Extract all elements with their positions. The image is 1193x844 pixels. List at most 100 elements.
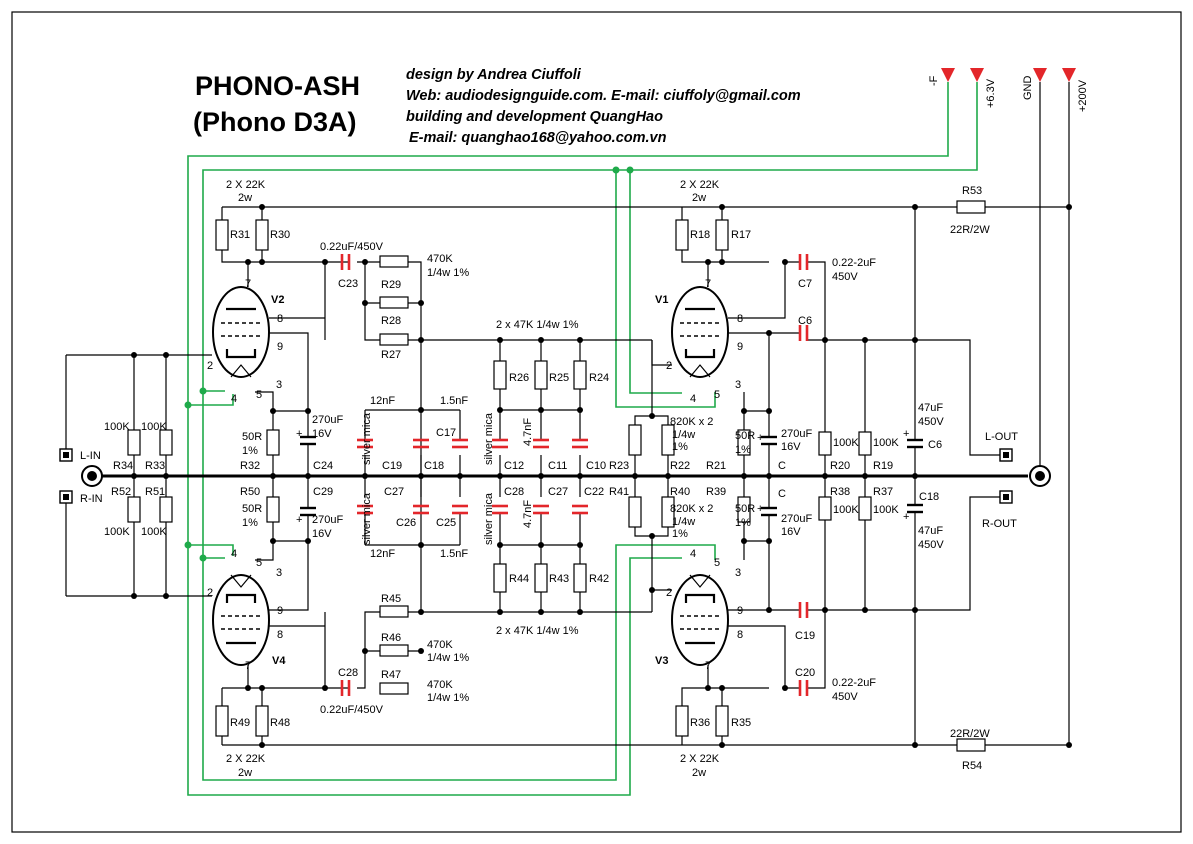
svg-text:5: 5 [714, 557, 720, 569]
svg-text:R49: R49 [230, 717, 250, 729]
svg-text:450V: 450V [918, 416, 944, 428]
svg-text:R19: R19 [873, 460, 893, 472]
svg-text:470K: 470K [427, 253, 453, 265]
svg-text:C6: C6 [798, 315, 812, 327]
svg-text:450V: 450V [918, 539, 944, 551]
svg-text:C19: C19 [795, 630, 815, 642]
svg-text:silver mica: silver mica [361, 492, 373, 545]
heater-wiring [184, 82, 978, 796]
svg-text:100K: 100K [833, 504, 859, 516]
title-line-1: PHONO-ASH [195, 71, 360, 101]
svg-text:2: 2 [207, 587, 213, 599]
svg-text:R28: R28 [381, 315, 401, 327]
svg-text:R20: R20 [830, 460, 850, 472]
svg-text:100K: 100K [873, 504, 899, 516]
svg-text:+: + [296, 428, 302, 440]
svg-text:R51: R51 [145, 486, 165, 498]
svg-text:C6: C6 [928, 439, 942, 451]
svg-text:R38: R38 [830, 486, 850, 498]
svg-text:5: 5 [256, 389, 262, 401]
svg-text:8: 8 [277, 629, 283, 641]
supply-label-f: -F [928, 75, 940, 86]
svg-text:0.22uF/450V: 0.22uF/450V [320, 241, 384, 253]
svg-text:+: + [757, 432, 763, 444]
svg-text:C28: C28 [338, 667, 358, 679]
svg-text:1%: 1% [242, 517, 258, 529]
svg-text:0.22-2uF: 0.22-2uF [832, 257, 876, 269]
port-label-l-out: L-OUT [985, 431, 1018, 443]
svg-text:R29: R29 [381, 279, 401, 291]
svg-text:R35: R35 [731, 717, 751, 729]
tube-label-v4: V4 [272, 655, 286, 667]
svg-text:+: + [903, 511, 909, 523]
svg-text:7: 7 [705, 660, 711, 672]
svg-text:2 X 22K: 2 X 22K [680, 179, 720, 191]
svg-text:R25: R25 [549, 372, 569, 384]
svg-text:1/4w 1%: 1/4w 1% [427, 267, 469, 279]
svg-text:R26: R26 [509, 372, 529, 384]
supply-label-63v: +6.3V [985, 78, 997, 108]
svg-text:1%: 1% [735, 517, 751, 529]
svg-text:2w: 2w [692, 192, 706, 204]
svg-text:silver mica: silver mica [483, 492, 495, 545]
svg-text:2 X 22K: 2 X 22K [226, 753, 266, 765]
svg-text:270uF: 270uF [312, 514, 343, 526]
svg-text:16V: 16V [781, 441, 801, 453]
svg-text:16V: 16V [312, 528, 332, 540]
credit-design: design by Andrea Ciuffoli [406, 67, 582, 83]
tube-v4 [211, 573, 271, 667]
svg-text:R31: R31 [230, 229, 250, 241]
svg-text:9: 9 [737, 341, 743, 353]
svg-text:9: 9 [277, 341, 283, 353]
svg-text:450V: 450V [832, 271, 858, 283]
svg-text:4.7nF: 4.7nF [522, 418, 534, 446]
svg-text:50R: 50R [735, 503, 755, 515]
svg-text:C: C [778, 488, 786, 500]
svg-text:C12: C12 [504, 460, 524, 472]
pin-numbers: 7 8 9 2 3 4 5 7 8 9 2 3 4 5 4 5 3 2 9 8 … [207, 278, 743, 672]
svg-text:1/4w 1%: 1/4w 1% [427, 692, 469, 704]
svg-text:R39: R39 [706, 486, 726, 498]
svg-text:470K: 470K [427, 639, 453, 651]
svg-text:2 X 22K: 2 X 22K [226, 179, 266, 191]
svg-text:12nF: 12nF [370, 548, 395, 560]
svg-text:16V: 16V [312, 428, 332, 440]
svg-text:100K: 100K [873, 437, 899, 449]
svg-text:R32: R32 [240, 460, 260, 472]
svg-text:silver mica: silver mica [361, 412, 373, 465]
svg-text:silver mica: silver mica [483, 412, 495, 465]
svg-text:1%: 1% [672, 441, 688, 453]
svg-text:C23: C23 [338, 278, 358, 290]
svg-text:C17: C17 [436, 427, 456, 439]
svg-text:C27: C27 [548, 486, 568, 498]
svg-text:4: 4 [231, 393, 237, 405]
credit-email: E-mail: quanghao168@yahoo.com.vn [409, 130, 667, 146]
svg-text:R40: R40 [670, 486, 690, 498]
svg-text:C11: C11 [548, 460, 567, 472]
svg-text:4: 4 [690, 548, 696, 560]
svg-text:R34: R34 [113, 460, 133, 472]
svg-text:22R/2W: 22R/2W [950, 224, 990, 236]
svg-text:R27: R27 [381, 349, 401, 361]
svg-text:5: 5 [256, 557, 262, 569]
svg-text:R23: R23 [609, 460, 629, 472]
tube-v2 [211, 285, 271, 379]
svg-text:3: 3 [276, 379, 282, 391]
svg-text:2: 2 [666, 360, 672, 372]
supply-label-200v: +200V [1077, 79, 1089, 112]
svg-text:8: 8 [737, 629, 743, 641]
svg-text:C25: C25 [436, 517, 456, 529]
svg-text:C27: C27 [384, 486, 404, 498]
svg-text:270uF: 270uF [781, 428, 812, 440]
signal-wiring [65, 82, 1070, 746]
svg-text:0.22uF/450V: 0.22uF/450V [320, 704, 384, 716]
svg-text:+: + [296, 514, 302, 526]
svg-text:100K: 100K [104, 421, 130, 433]
svg-text:450V: 450V [832, 691, 858, 703]
svg-text:C19: C19 [382, 460, 402, 472]
port-label-r-out: R-OUT [982, 518, 1017, 530]
svg-text:R22: R22 [670, 460, 690, 472]
svg-text:9: 9 [277, 605, 283, 617]
svg-text:2 x 47K 1/4w 1%: 2 x 47K 1/4w 1% [496, 319, 579, 331]
